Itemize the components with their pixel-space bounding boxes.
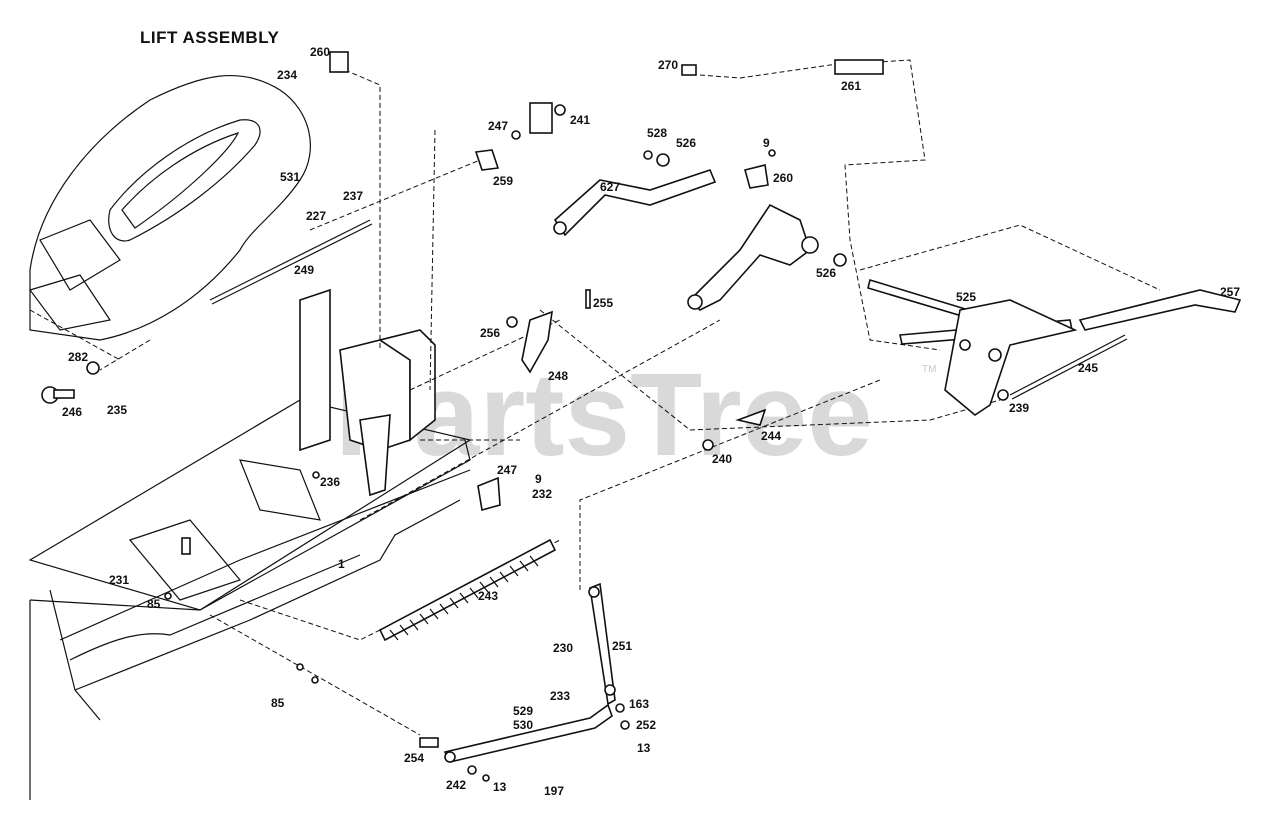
callout-270: 270 bbox=[658, 58, 678, 72]
callout-259: 259 bbox=[493, 174, 513, 188]
callout-233: 233 bbox=[550, 689, 570, 703]
callout-13: 13 bbox=[637, 741, 651, 755]
callout-240: 240 bbox=[712, 452, 732, 466]
callout-525: 525 bbox=[956, 290, 976, 304]
callout-254: 254 bbox=[404, 751, 424, 765]
callout-245: 245 bbox=[1078, 361, 1098, 375]
callout-labels: 260 234 531 237 227 249 282 246 235 241 … bbox=[62, 45, 1240, 798]
callout-246: 246 bbox=[62, 405, 82, 419]
callout-234: 234 bbox=[277, 68, 297, 82]
callout-197: 197 bbox=[544, 784, 564, 798]
callout-282: 282 bbox=[68, 350, 88, 364]
callout-239: 239 bbox=[1009, 401, 1029, 415]
lift-lever-257 bbox=[1078, 289, 1242, 331]
callout-243: 243 bbox=[478, 589, 498, 603]
callout-236: 236 bbox=[320, 475, 340, 489]
callout-244: 244 bbox=[761, 429, 781, 443]
fender-hood bbox=[29, 74, 311, 341]
callout-247: 247 bbox=[488, 119, 508, 133]
callout-230: 230 bbox=[553, 641, 573, 655]
callout-237: 237 bbox=[343, 189, 363, 203]
callout-260: 260 bbox=[773, 171, 793, 185]
callout-256: 256 bbox=[480, 326, 500, 340]
callout-85: 85 bbox=[147, 597, 161, 611]
callout-249: 249 bbox=[294, 263, 314, 277]
callout-241: 241 bbox=[570, 113, 590, 127]
callout-163: 163 bbox=[629, 697, 649, 711]
callout-529: 529 bbox=[513, 704, 533, 718]
callout-242: 242 bbox=[446, 778, 466, 792]
callout-85: 85 bbox=[271, 696, 285, 710]
watermark-tm: TM bbox=[922, 364, 936, 375]
callout-235: 235 bbox=[107, 403, 127, 417]
callout-247: 247 bbox=[497, 463, 517, 477]
callout-260: 260 bbox=[310, 45, 330, 59]
callout-526: 526 bbox=[816, 266, 836, 280]
link-251 bbox=[588, 582, 616, 706]
diagram-title: LIFT ASSEMBLY bbox=[140, 28, 280, 47]
callout-531: 531 bbox=[280, 170, 300, 184]
hardware bbox=[41, 51, 1009, 782]
callout-530: 530 bbox=[513, 718, 533, 732]
leader-lines bbox=[29, 59, 1161, 736]
callout-227: 227 bbox=[306, 209, 326, 223]
callout-627: 627 bbox=[600, 180, 620, 194]
rod-245 bbox=[1009, 334, 1126, 396]
callout-252: 252 bbox=[636, 718, 656, 732]
callout-248: 248 bbox=[548, 369, 568, 383]
lift-arm-crank bbox=[687, 203, 819, 311]
callout-231: 231 bbox=[109, 573, 129, 587]
callout-261: 261 bbox=[841, 79, 861, 93]
callout-232: 232 bbox=[532, 487, 552, 501]
spring bbox=[378, 538, 557, 642]
callout-526: 526 bbox=[676, 136, 696, 150]
callout-528: 528 bbox=[647, 126, 667, 140]
lift-arm-627 bbox=[553, 169, 717, 237]
callout-257: 257 bbox=[1220, 285, 1240, 299]
callout-1: 1 bbox=[338, 557, 345, 571]
callout-251: 251 bbox=[612, 639, 632, 653]
lift-bracket bbox=[299, 288, 436, 497]
pedal-bracket bbox=[944, 299, 1078, 416]
callout-255: 255 bbox=[593, 296, 613, 310]
callout-9: 9 bbox=[763, 136, 770, 150]
callout-9: 9 bbox=[535, 472, 542, 486]
lever-197 bbox=[443, 703, 613, 763]
callout-13: 13 bbox=[493, 780, 507, 794]
lift-rod bbox=[209, 219, 371, 301]
